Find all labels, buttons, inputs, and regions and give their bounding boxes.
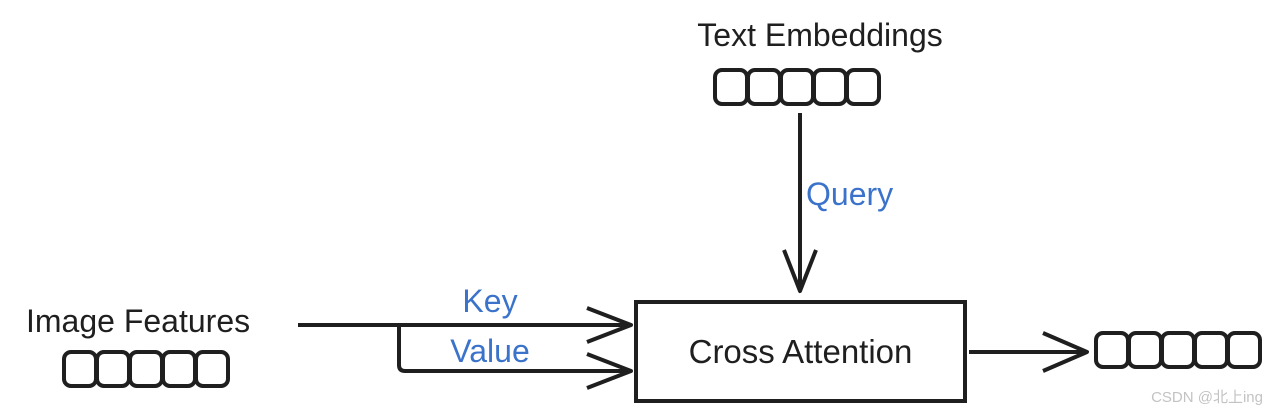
token-cell: [845, 68, 881, 106]
value-label: Value: [450, 333, 530, 369]
token-cell: [62, 350, 98, 388]
token-cell: [128, 350, 164, 388]
image-features-label: Image Features: [26, 303, 251, 339]
text-embeddings-label: Text Embeddings: [697, 17, 943, 53]
query-label: Query: [806, 176, 894, 212]
token-cell: [1226, 331, 1262, 369]
key-label: Key: [462, 283, 518, 319]
cross-attention-box: Cross Attention: [634, 300, 967, 403]
watermark-text: CSDN @北上ing: [1151, 389, 1263, 406]
token-cell: [1127, 331, 1163, 369]
token-cell: [812, 68, 848, 106]
token-cell: [1160, 331, 1196, 369]
token-cell: [1193, 331, 1229, 369]
token-cell: [713, 68, 749, 106]
output-tokens: [1094, 331, 1262, 369]
token-cell: [746, 68, 782, 106]
token-cell: [779, 68, 815, 106]
text-embeddings-tokens: [713, 68, 881, 106]
token-cell: [194, 350, 230, 388]
token-cell: [95, 350, 131, 388]
token-cell: [1094, 331, 1130, 369]
output-arrow: [969, 331, 1089, 373]
image-features-tokens: [62, 350, 230, 388]
token-cell: [161, 350, 197, 388]
cross-attention-label: Cross Attention: [688, 332, 913, 370]
